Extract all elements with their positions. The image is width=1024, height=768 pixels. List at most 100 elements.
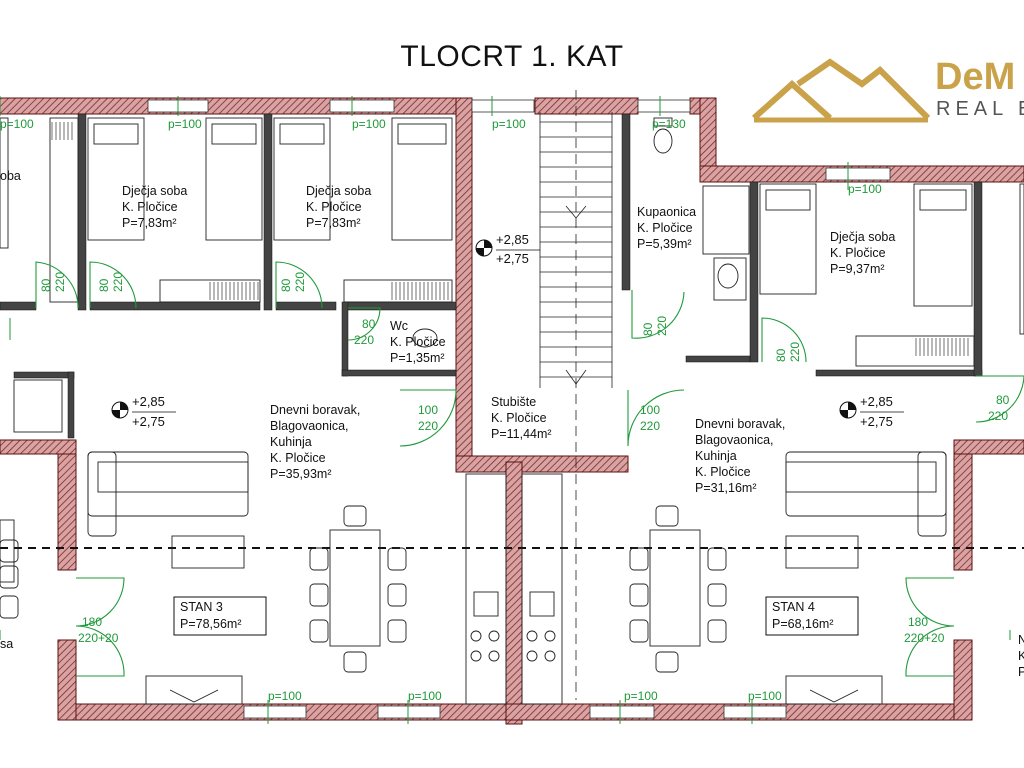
brand-name: DeM (935, 56, 1016, 98)
partition (77, 113, 87, 311)
room-name: Blagovaonica, (695, 433, 774, 447)
room-floor: K. Pločice (637, 221, 693, 235)
apartment-box (173, 596, 267, 636)
room-floor: K. Pločice (695, 465, 751, 479)
room-area: P=7,83m² (122, 216, 177, 230)
wall-stair-bottom (455, 455, 629, 473)
door-swing (905, 577, 955, 677)
apartment-box (765, 596, 859, 636)
window-label: p=100 (848, 182, 882, 196)
window-gap (589, 705, 655, 719)
room-name: Kupaonica (637, 205, 696, 219)
door-width: 180 (908, 615, 928, 629)
room-area: P=31,16m² (695, 481, 757, 495)
chair (655, 505, 679, 527)
partition (263, 113, 273, 311)
chair (707, 583, 727, 607)
window-gap (825, 167, 891, 181)
wall-left-lower (57, 439, 77, 571)
wall-top-left (0, 97, 471, 115)
level-top: +2,85 (496, 232, 529, 247)
room-name: Kuhinja (695, 449, 737, 463)
dining-tables (0, 519, 701, 647)
tv-units (145, 675, 883, 705)
radiators (51, 122, 969, 356)
partition (341, 369, 457, 377)
chair (707, 619, 727, 643)
partial-label: P (1018, 665, 1024, 679)
chair (629, 619, 649, 643)
room-name: Dječja soba (306, 184, 371, 198)
room-area: P=9,37m² (830, 262, 885, 276)
room-area: P=7,83m² (306, 216, 361, 230)
partition (973, 181, 983, 377)
room-area: P=35,93m² (270, 467, 332, 481)
apartment-label: STAN 4 (772, 600, 815, 614)
room-floor: K. Pločice (491, 411, 547, 425)
door-swings (35, 261, 1024, 677)
svg-text:220: 220 (788, 342, 802, 362)
partition (67, 371, 75, 439)
door-height: 220 (640, 419, 660, 433)
door-height: 220+20 (904, 631, 945, 645)
room-labels: Dječja soba K. Pločice P=7,83m² Dječja s… (0, 169, 1024, 679)
door-height: 220 (988, 409, 1008, 423)
svg-text:80: 80 (39, 278, 53, 292)
partition (685, 355, 751, 363)
wall-right-bottom-vert (953, 639, 973, 721)
window-label: p=100 (0, 117, 34, 131)
door-width: 100 (640, 403, 660, 417)
partition (343, 301, 457, 311)
wardrobes (13, 117, 975, 433)
wall-mid-vertical (505, 461, 523, 725)
toilets (412, 117, 739, 348)
partition (275, 301, 337, 311)
window-gap (329, 99, 395, 113)
apartment-area: P=68,16m² (772, 617, 834, 631)
partition (815, 369, 983, 377)
apartment-area: P=78,56m² (180, 617, 242, 631)
sofas (87, 451, 947, 569)
partition (621, 113, 631, 291)
window-label: p=100 (748, 689, 782, 703)
partition (341, 301, 349, 377)
door-width: 80 (362, 317, 376, 331)
window-label: p=100 (268, 689, 302, 703)
beds (0, 117, 1024, 335)
room-floor: K. Pločice (390, 335, 446, 349)
door-height: 220+20 (78, 631, 119, 645)
door-swing (35, 261, 79, 309)
window-gap (377, 705, 441, 719)
plan-title: TLOCRT 1. KAT (400, 40, 624, 73)
wall-right-lower (953, 439, 973, 571)
door-width: 100 (418, 403, 438, 417)
window-gap (723, 705, 787, 719)
brand-logo-icon (752, 58, 931, 123)
level-markers: +2,85 +2,75 +2,85 +2,75 +2,85 +2,75 (111, 232, 904, 429)
interior-walls (0, 113, 983, 439)
room-area: P=1,35m² (390, 351, 445, 365)
chair (629, 547, 649, 571)
door-swing (347, 307, 381, 341)
level-bottom: +2,75 (860, 414, 893, 429)
chair (387, 547, 407, 571)
chair (343, 651, 367, 673)
chairs (0, 505, 727, 673)
level-top: +2,85 (132, 394, 165, 409)
chair (0, 539, 19, 563)
door-swing (627, 389, 685, 447)
staircase (539, 90, 613, 700)
chair (707, 547, 727, 571)
partition (0, 301, 37, 311)
room-name: Blagovaonica, (270, 419, 349, 433)
apartment-labels: STAN 3 P=78,56m² STAN 4 P=68,16m² (173, 596, 859, 636)
level-bottom: +2,75 (132, 414, 165, 429)
window-label: p=130 (652, 117, 686, 131)
chair (309, 583, 329, 607)
room-floor: K. Pločice (122, 200, 178, 214)
level-marker-icon (111, 401, 129, 419)
window-markers (0, 96, 1011, 724)
